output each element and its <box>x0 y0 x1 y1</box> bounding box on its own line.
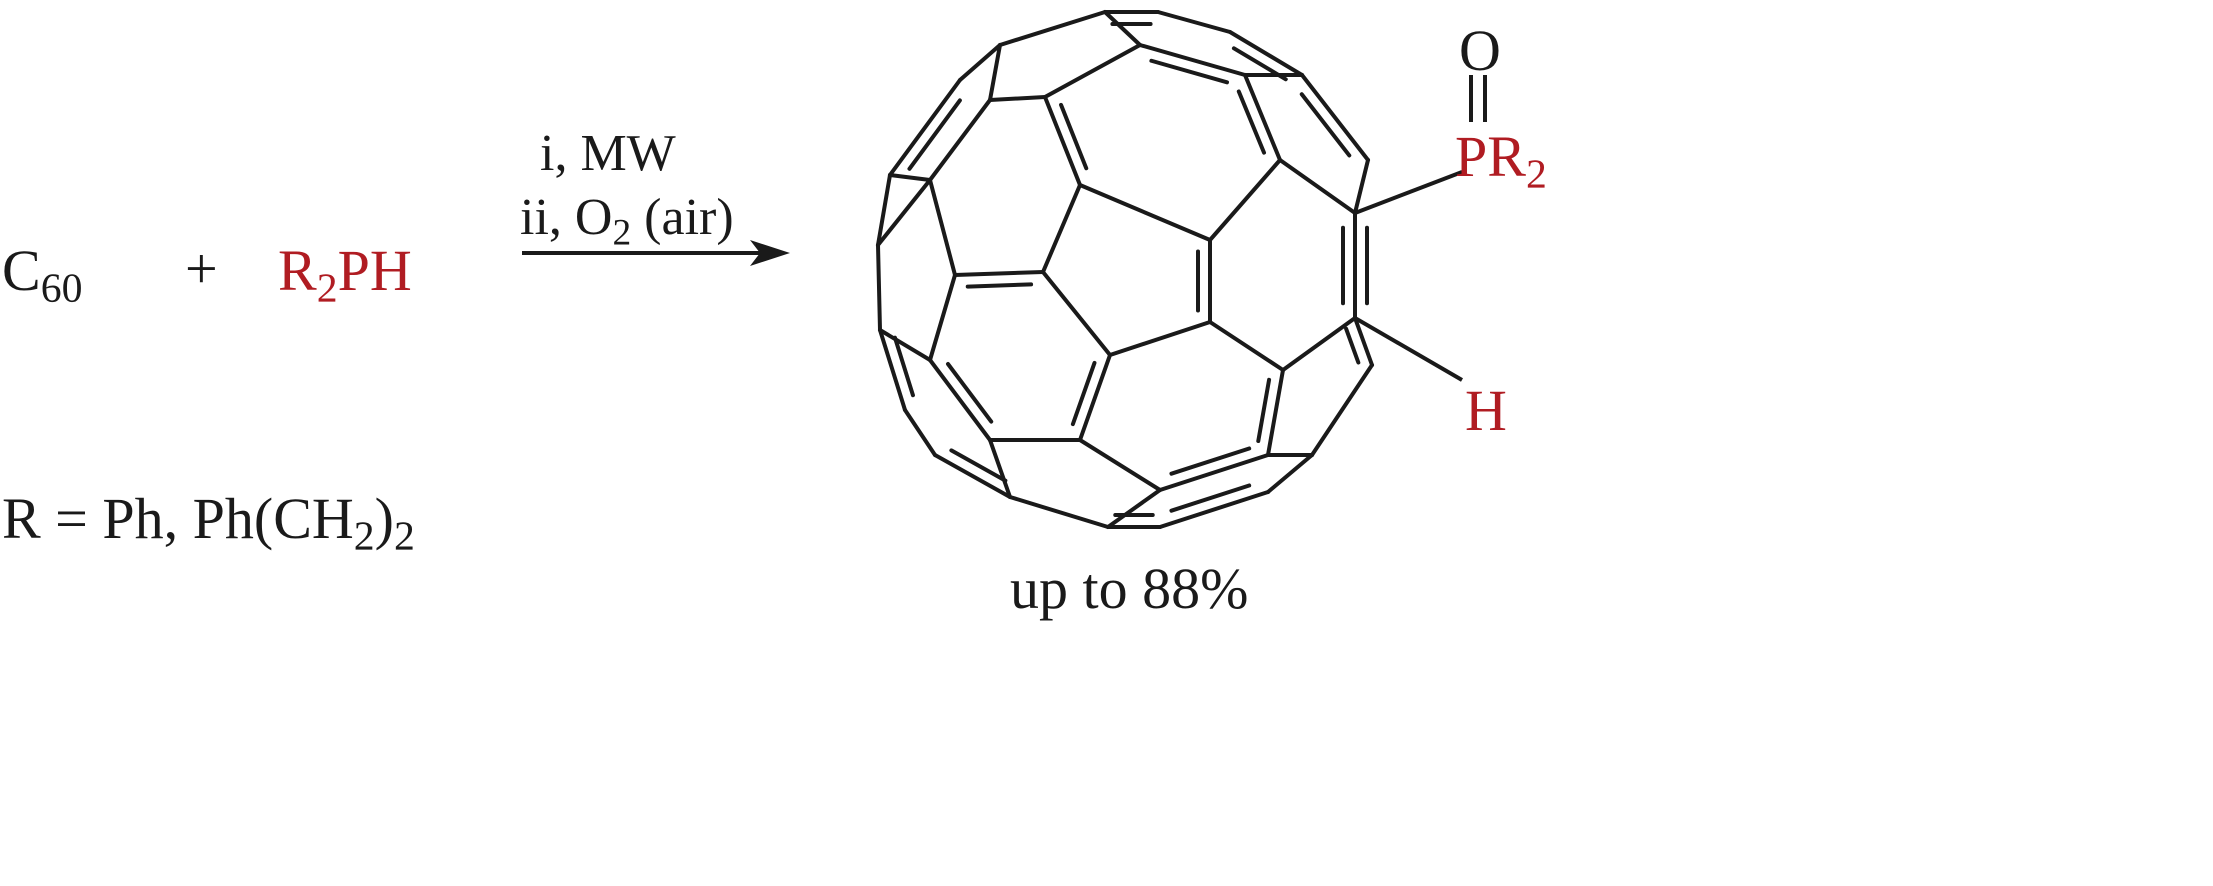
cage-double-bond-line <box>1256 377 1272 444</box>
cage-bond <box>876 178 932 247</box>
cage-double-bond-line <box>1070 360 1097 427</box>
cage-bond <box>878 328 907 412</box>
c60-main: C <box>2 238 41 303</box>
cage-bond <box>1353 316 1374 367</box>
cage-bond <box>928 273 957 362</box>
cage-bond <box>1266 368 1285 457</box>
oxygen-label: O <box>1459 18 1501 83</box>
c-p-bond <box>1354 170 1463 215</box>
cage-double-bond-line <box>1059 102 1089 171</box>
cage-bond <box>958 43 1002 82</box>
fullerene-c60-cage <box>876 10 1374 529</box>
cage-bond <box>1208 320 1285 372</box>
condition-step-2-text: ii, O <box>520 189 613 246</box>
phosphoryl-pr: PR <box>1455 124 1526 189</box>
cage-bond <box>928 358 992 442</box>
cage-bond <box>1078 353 1112 442</box>
cage-bond <box>878 328 932 362</box>
cage-bond <box>1041 183 1082 274</box>
cage-bond <box>988 43 1002 102</box>
cage-bond <box>988 95 1047 102</box>
cage-bond <box>1228 30 1304 77</box>
cage-bond <box>998 10 1107 47</box>
cage-double-bond-line <box>907 98 962 171</box>
phosphine-ph: PH <box>337 238 412 303</box>
phosphine-r: R <box>278 238 317 303</box>
reaction-arrow <box>522 240 790 266</box>
cage-bond <box>1041 270 1112 357</box>
c60-label: C60 <box>2 242 82 310</box>
r-def-sub2: 2 <box>394 513 415 560</box>
phosphoryl-label: PR2 <box>1455 128 1547 196</box>
condition-step-1: i, MW <box>540 125 676 182</box>
r-definition: R = Ph, Ph(CH2)2 <box>2 490 415 558</box>
cage-bond <box>1208 158 1282 242</box>
cage-bond <box>1278 158 1357 215</box>
plus-sign: + <box>185 236 218 301</box>
cage-bond <box>988 438 1012 499</box>
cage-bond <box>1008 495 1110 529</box>
cage-bond <box>1043 43 1142 99</box>
cage-double-bond-line <box>1344 326 1361 365</box>
cage-double-bond-line <box>949 448 1008 483</box>
condition-step-2: ii, O2 (air) <box>520 189 734 252</box>
cage-bond <box>1243 73 1282 162</box>
cage-bond <box>1300 73 1370 162</box>
cage-bond <box>1266 453 1314 494</box>
cage-bond <box>953 270 1045 277</box>
cage-double-bond-line <box>1149 58 1230 85</box>
phosphine-subscript: 2 <box>316 265 338 312</box>
condition-step-2-air: (air) <box>631 189 734 246</box>
cage-bond <box>1108 320 1212 357</box>
cage-double-bond-line <box>1169 483 1252 513</box>
cage-bond <box>1158 453 1270 492</box>
cage-double-bond-line <box>1169 446 1252 476</box>
phosphine-label: R2PH <box>278 242 412 310</box>
cage-bond <box>888 173 932 182</box>
r-def-paren: ) <box>374 486 394 551</box>
cage-bond <box>928 178 957 277</box>
cage-bond <box>1106 488 1162 529</box>
cage-bond <box>1310 363 1374 457</box>
condition-step-2-subscript: 2 <box>612 212 632 254</box>
cage-bond <box>1158 490 1270 529</box>
cage-bond <box>928 98 992 182</box>
c-h-bond <box>1353 316 1464 382</box>
cage-double-bond-line <box>1299 92 1352 158</box>
cage-bond <box>1078 183 1212 242</box>
r-def-sub1: 2 <box>353 513 375 560</box>
cage-bond <box>1156 10 1232 34</box>
substituent-bonds <box>1353 75 1487 382</box>
cage-bond <box>1281 316 1357 372</box>
cage-double-bond-line <box>892 335 915 398</box>
hydrogen-label: H <box>1465 378 1507 443</box>
phosphoryl-subscript: 2 <box>1525 151 1547 198</box>
cage-bond <box>1138 43 1247 77</box>
cage-bond <box>933 453 1012 499</box>
cage-bond <box>1103 10 1142 47</box>
cage-bond <box>876 243 882 332</box>
r-def-text: R = Ph, Ph(CH <box>2 486 354 551</box>
c60-subscript: 60 <box>40 265 83 312</box>
cage-bond <box>903 408 937 457</box>
cage-bond <box>888 78 962 177</box>
cage-bond <box>876 173 892 247</box>
cage-double-bond-line <box>1236 89 1267 155</box>
cage-bond <box>1078 438 1162 492</box>
yield-label: up to 88% <box>1010 556 1249 621</box>
cage-bond <box>1353 158 1370 215</box>
cage-bond <box>1043 95 1082 187</box>
cage-double-bond-line <box>965 282 1034 289</box>
cage-double-bond-line <box>946 362 994 424</box>
